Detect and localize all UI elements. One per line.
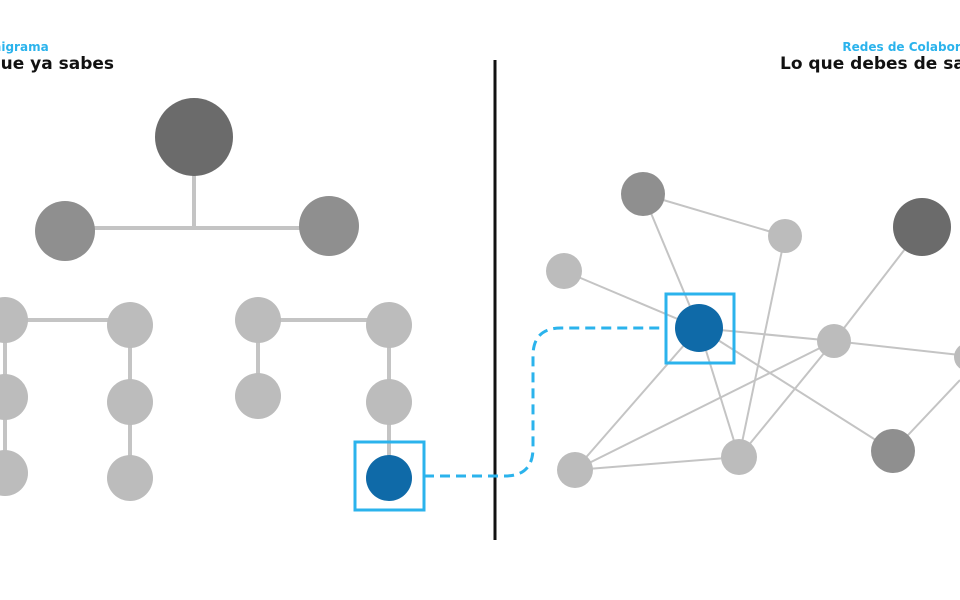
org-employee-node <box>107 379 153 425</box>
org-chart-edges <box>3 137 391 478</box>
org-chart <box>0 98 426 512</box>
network-edge <box>574 340 835 471</box>
network-node <box>893 198 951 256</box>
network-edge <box>698 327 894 452</box>
org-employee-node <box>0 297 28 343</box>
org-manager-node <box>299 196 359 256</box>
org-highlighted-node <box>366 455 412 501</box>
network-node <box>621 172 665 216</box>
dashed-connector <box>424 326 666 478</box>
org-employee-node <box>366 379 412 425</box>
network-node <box>817 324 851 358</box>
network-edge <box>642 193 786 237</box>
network-node <box>721 439 757 475</box>
network-edge <box>738 340 835 458</box>
org-manager-node <box>35 201 95 261</box>
network-edge <box>833 340 960 356</box>
left-header: Organigrama Lo que ya sabes <box>0 40 114 74</box>
network-edge <box>563 270 700 329</box>
network-node <box>557 452 593 488</box>
right-subtitle: Redes de Colaboración <box>842 40 960 54</box>
right-header: Redes de Colaboración Lo que debes de sa… <box>780 40 960 74</box>
org-employee-node <box>107 302 153 348</box>
org-employee-node <box>235 297 281 343</box>
network-node <box>954 345 960 369</box>
network-edge <box>574 327 700 471</box>
network-edge <box>738 235 786 458</box>
left-title: Lo que ya sabes <box>0 54 115 74</box>
network-edge <box>574 456 740 471</box>
org-employee-node <box>0 450 28 496</box>
network-highlight-box <box>664 292 736 365</box>
network-edge <box>642 193 700 329</box>
network-highlighted-node <box>675 304 723 352</box>
network-node <box>768 219 802 253</box>
org-root-node <box>155 98 233 176</box>
org-employee-node <box>235 373 281 419</box>
org-employee-node <box>0 374 28 420</box>
network-node <box>546 253 582 289</box>
org-employee-node <box>366 302 412 348</box>
network-node <box>871 429 915 473</box>
collaboration-network <box>546 172 960 488</box>
left-subtitle: Organigrama <box>0 40 49 54</box>
org-employee-node <box>107 455 153 501</box>
right-title: Lo que debes de saber <box>780 54 960 74</box>
